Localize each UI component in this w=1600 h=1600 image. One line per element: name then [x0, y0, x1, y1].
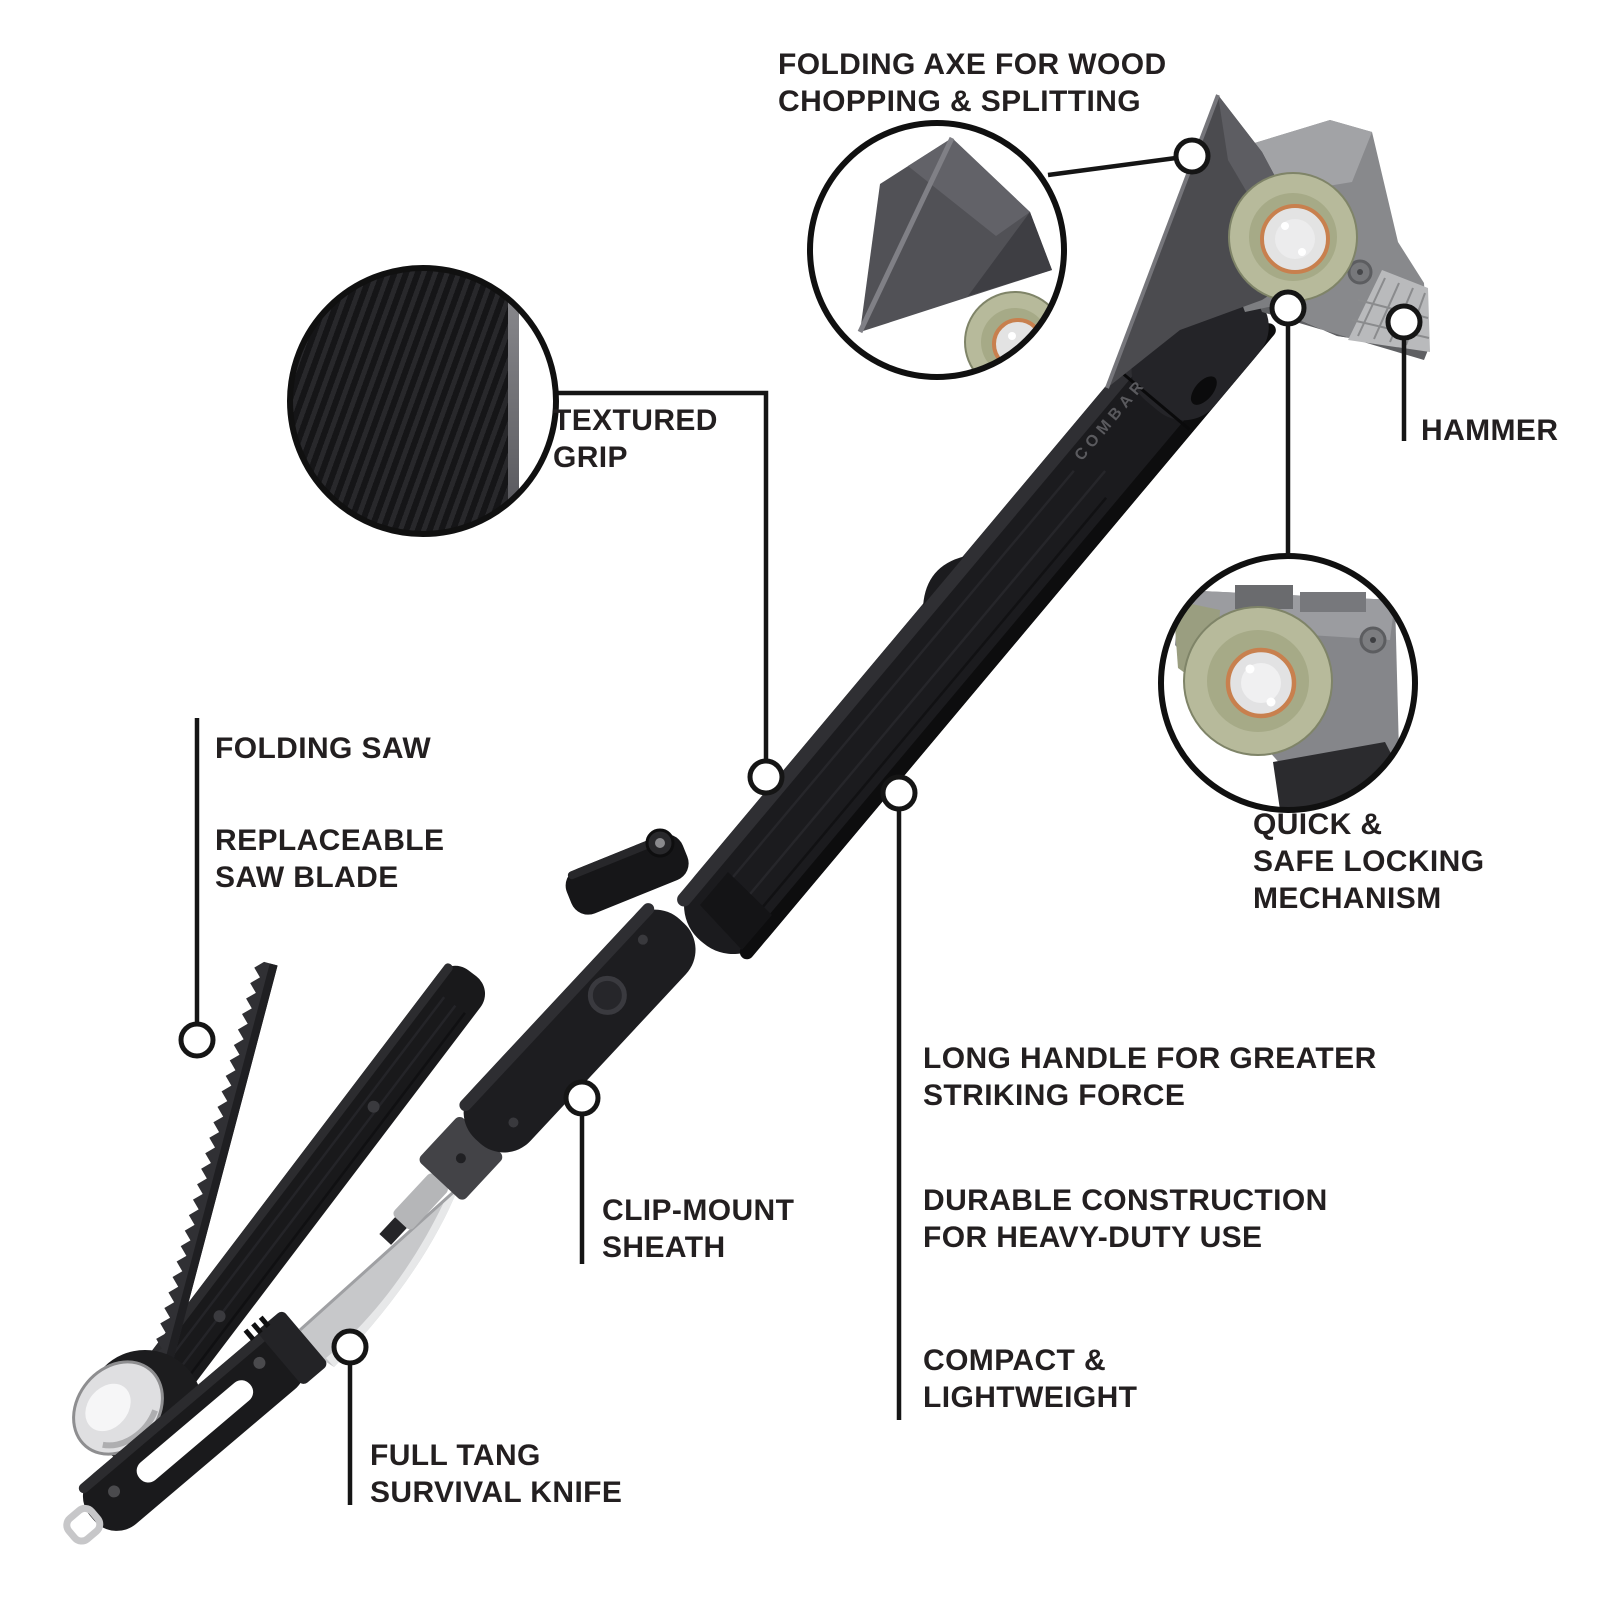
label-folding-saw: FOLDING SAW — [215, 732, 432, 765]
label-textured-grip: TEXTURED GRIP — [553, 404, 718, 474]
sheath — [379, 903, 696, 1245]
leader-lines — [194, 155, 1407, 1505]
label-hammer: HAMMER — [1421, 414, 1559, 447]
label-locking-mechanism: QUICK & SAFE LOCKING MECHANISM — [1253, 808, 1485, 915]
handle: COMBAR — [677, 270, 1276, 960]
marker-locking-mechanism — [1269, 289, 1307, 327]
marker-textured-grip — [747, 758, 785, 796]
marker-knife-blade — [331, 1328, 369, 1366]
point-markers — [178, 137, 1423, 1366]
marker-saw-blade — [178, 1021, 216, 1059]
knife-blade — [300, 1188, 458, 1367]
label-long-handle: LONG HANDLE FOR GREATER STRIKING FORCE — [923, 1042, 1377, 1112]
label-full-tang-knife: FULL TANG SURVIVAL KNIFE — [370, 1439, 623, 1509]
label-replaceable-saw-blade: REPLACEABLE SAW BLADE — [215, 824, 445, 894]
grip-edge-highlight — [508, 271, 520, 531]
leader-line-axe — [1047, 155, 1177, 178]
detail-circle-textured-grip — [287, 265, 559, 537]
saw-blade — [147, 961, 278, 1399]
marker-sheath — [563, 1079, 601, 1117]
detail-circle-axe-blade — [680, 0, 1194, 507]
folding-saw-frame — [98, 963, 486, 1456]
marker-long-handle — [880, 774, 918, 812]
axe-pivot-disc — [1228, 172, 1358, 302]
leader-line-textured-grip — [543, 390, 769, 760]
knife-handle — [63, 1311, 327, 1545]
marker-axe-blade — [1173, 137, 1211, 175]
label-durable-construction: DURABLE CONSTRUCTION FOR HEAVY-DUTY USE — [923, 1184, 1328, 1254]
label-folding-axe: FOLDING AXE FOR WOOD CHOPPING & SPLITTIN… — [778, 48, 1167, 118]
label-clip-mount-sheath: CLIP-MOUNT SHEATH — [602, 1194, 795, 1264]
grip-white-sliver — [519, 271, 553, 531]
marker-hammer — [1385, 303, 1423, 341]
label-compact-lightweight: COMPACT & LIGHTWEIGHT — [923, 1344, 1138, 1414]
handle-clip-hinge — [565, 828, 772, 950]
